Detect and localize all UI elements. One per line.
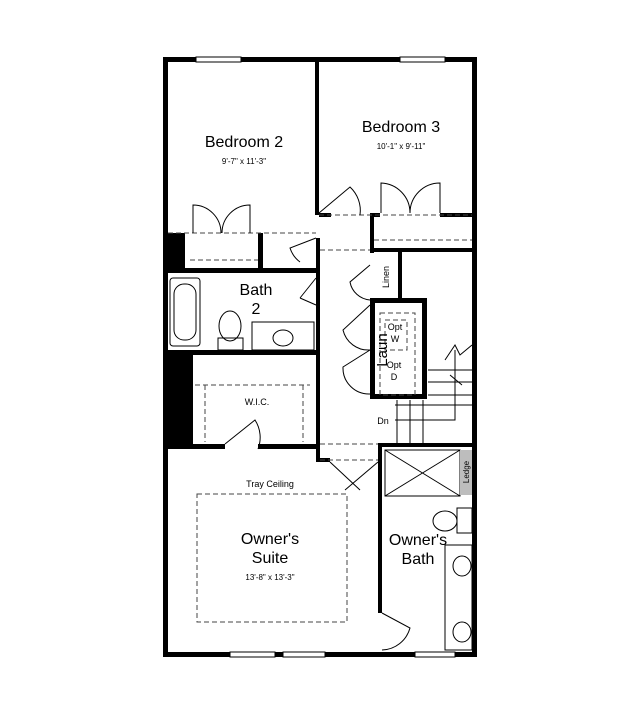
vanity (251, 321, 315, 351)
tray-ceiling-outline (196, 493, 348, 623)
toilet (218, 310, 242, 342)
dashed-lines (168, 214, 472, 623)
owners-suite-name-1: Owner's (241, 531, 299, 548)
laundry-name: Laun (374, 333, 391, 366)
owners-suite-name-2: Suite (252, 550, 289, 567)
toilet (432, 510, 458, 532)
bathtub (169, 277, 201, 347)
windows (195, 56, 456, 658)
bedroom2-name: Bedroom 2 (205, 134, 283, 151)
owners-bath-name-1: Owner's (389, 532, 447, 549)
bath2-name-2: 2 (252, 301, 261, 318)
sink (272, 329, 294, 347)
stairs[interactable] (395, 344, 473, 444)
bedroom3-size: 10'-1" x 9'-11" (377, 142, 426, 151)
bedroom3-name: Bedroom 3 (362, 119, 440, 136)
owners-suite-size: 13'-8" x 13'-3" (245, 573, 294, 582)
opt-dryer-letter: D (391, 372, 398, 382)
opt-washer-label: Opt (388, 322, 403, 332)
opt-washer-letter: W (391, 334, 400, 344)
owners-bath-fixtures (384, 449, 473, 651)
opt-dryer-label: Opt (387, 360, 402, 370)
wic-name: W.I.C. (245, 397, 270, 407)
bath2-name-1: Bath (240, 282, 273, 299)
vanity (444, 544, 473, 651)
owners-bath-name-2: Bath (402, 551, 435, 568)
stairs-down-label: Dn (377, 416, 389, 426)
ledge (460, 450, 472, 495)
bath2-fixtures (169, 277, 315, 351)
bedroom2-size: 9'-7" x 11'-3" (222, 157, 266, 166)
linen-name: Linen (381, 266, 391, 288)
ledge-label: Ledge (462, 460, 471, 483)
tray-ceiling-label: Tray Ceiling (246, 479, 294, 489)
doors (192, 182, 441, 651)
